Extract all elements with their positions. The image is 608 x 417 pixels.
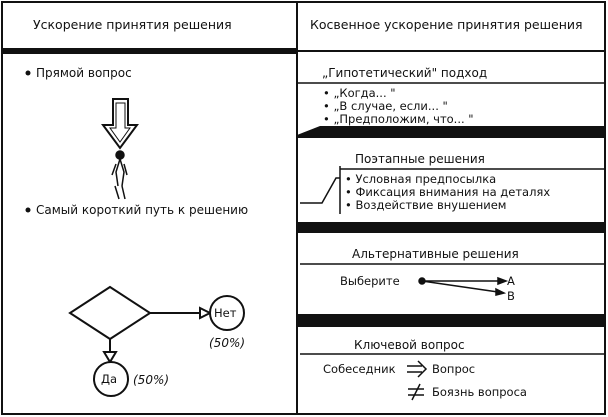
bullet-dot (25, 70, 31, 76)
decision-flowchart (68, 285, 245, 397)
down-arrow-icon (101, 98, 139, 150)
double-arrow-icon (407, 360, 428, 378)
bullet-direct-question: Прямой вопрос (36, 66, 132, 80)
key-question-title: Ключевой вопрос (354, 338, 465, 352)
decision-diamond (68, 285, 152, 341)
choice-arrows (418, 276, 509, 296)
option-b-label: B (507, 289, 515, 303)
alternative-decisions-title: Альтернативные решения (352, 247, 519, 261)
separator-band-3 (297, 314, 605, 327)
separator-band-1 (297, 126, 605, 138)
right-column-header: Косвенное ускорение принятия решения (310, 17, 583, 32)
left-column-header: Ускорение принятия решения (33, 17, 232, 32)
yes-percentage: (50%) (133, 373, 170, 387)
list-item: • Условная предпосылка (345, 172, 497, 186)
not-equal-icon (408, 383, 424, 401)
choose-label: Выберите (340, 274, 400, 288)
yes-label: Да (101, 372, 118, 386)
option-a-label: A (507, 274, 515, 288)
list-item: • Фиксация внимания на деталях (345, 185, 551, 199)
bullet-dot (25, 207, 31, 213)
no-label: Нет (214, 306, 237, 320)
fear-of-question-label: Боязнь вопроса (432, 385, 527, 399)
list-item: • „Предположим, что... " (323, 112, 474, 126)
list-item: • „Когда... " (323, 86, 396, 100)
list-item: • „В случае, если... " (323, 99, 448, 113)
yes-circle (93, 361, 129, 397)
list-item: • Воздействие внушением (345, 198, 507, 212)
person-icon (111, 150, 128, 200)
no-percentage: (50%) (209, 336, 246, 350)
separator-band-2 (297, 222, 605, 233)
stepwise-decisions-title: Поэтапные решения (355, 152, 485, 166)
bullet-shortest-path: Самый короткий путь к решению (36, 203, 249, 217)
no-circle (209, 295, 245, 331)
hypothetical-approach-title: „Гипотетический" подход (322, 66, 488, 80)
question-label: Вопрос (432, 362, 476, 376)
interlocutor-label: Собеседник (323, 362, 396, 376)
